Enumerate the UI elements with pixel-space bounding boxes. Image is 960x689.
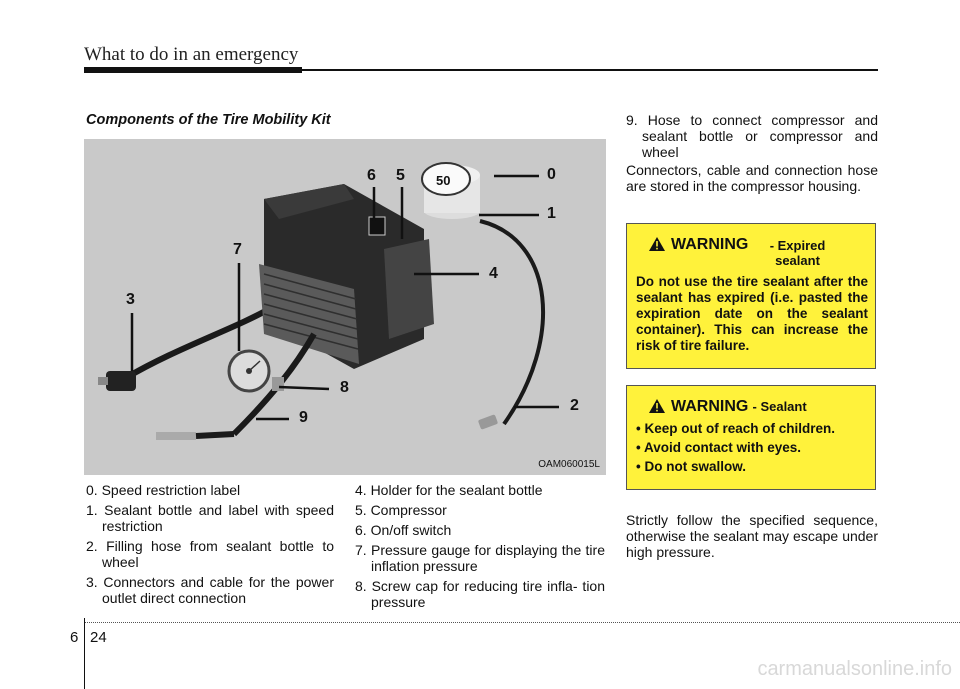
list-item: • Avoid contact with eyes. <box>636 440 802 455</box>
list-item: • Keep out of reach of children. <box>636 421 835 436</box>
list-item: 7. Pressure gauge for displaying the tir… <box>355 542 605 574</box>
callout-8: 8 <box>340 379 349 396</box>
callout-7: 7 <box>233 241 242 258</box>
footer-dotted-rule <box>84 622 960 623</box>
warning-box-sealant: WARNING - Sealant • Keep out of reach of… <box>626 385 876 490</box>
callout-5: 5 <box>396 167 405 184</box>
chapter-number: 6 <box>70 629 79 646</box>
components-list-left: 0. Speed restriction label 1. Sealant bo… <box>86 482 334 610</box>
callout-4: 4 <box>489 265 498 282</box>
sequence-note: Strictly follow the specified sequence, … <box>626 512 878 560</box>
list-item: 4. Holder for the sealant bottle <box>355 482 543 498</box>
list-item: 9. Hose to connect compressor and sealan… <box>626 112 878 160</box>
components-list-middle: 4. Holder for the sealant bottle 5. Comp… <box>355 482 605 614</box>
warning-topic: - Sealant <box>752 399 807 414</box>
image-code: OAM060015L <box>538 459 600 470</box>
warning-label: WARNING <box>671 236 749 253</box>
section-title: Components of the Tire Mobility Kit <box>86 112 331 128</box>
warning-triangle-icon <box>649 237 665 251</box>
list-item: 1. Sealant bottle and label with speed r… <box>86 502 334 534</box>
header-rule-thin <box>300 69 878 71</box>
header-rule-thick <box>84 67 302 73</box>
speed-restriction-label <box>421 162 471 196</box>
hose-connector <box>478 414 498 430</box>
callout-6: 6 <box>367 167 376 184</box>
callout-3: 3 <box>126 291 135 308</box>
warning-label: WARNING <box>671 398 749 415</box>
warning-triangle-icon <box>649 399 665 413</box>
speed-label-text: 50 <box>436 173 450 188</box>
list-item: 5. Compressor <box>355 502 447 518</box>
bottle-holder <box>384 239 434 339</box>
page-header-title: What to do in an emergency <box>84 44 299 65</box>
power-plug <box>106 371 136 391</box>
filling-hose <box>479 219 545 426</box>
list-item: 2. Filling hose from sealant bottle to w… <box>86 538 334 570</box>
list-item: 3. Connectors and cable for the power ou… <box>86 574 334 606</box>
warning-body: Do not use the tire sealant after the se… <box>636 274 868 353</box>
callout-9: 9 <box>299 409 308 426</box>
list-item: 6. On/off switch <box>355 522 452 538</box>
list-item: 8. Screw cap for reducing tire infla- ti… <box>355 578 605 610</box>
tire-mobility-kit-figure: 50 0 1 2 3 4 5 6 7 8 9 <box>84 139 606 475</box>
watermark: carmanualsonline.info <box>757 658 952 680</box>
components-list-right: 9. Hose to connect compressor and sealan… <box>626 112 878 164</box>
callout-line-8 <box>278 385 330 391</box>
hose-end-fitting <box>156 432 196 440</box>
warning-bullets: • Keep out of reach of children. • Avoid… <box>636 421 835 478</box>
kit-illustration: 50 <box>98 162 559 440</box>
storage-note: Connectors, cable and connection hose ar… <box>626 162 878 194</box>
footer-vertical-rule <box>84 618 85 689</box>
list-item: 0. Speed restriction label <box>86 482 241 498</box>
callout-1: 1 <box>547 205 556 222</box>
callout-0: 0 <box>547 166 556 183</box>
callout-2: 2 <box>570 397 579 414</box>
power-cable <box>122 306 271 382</box>
on-off-switch <box>368 216 386 236</box>
warning-heading: WARNING - Sealant <box>649 398 807 416</box>
warning-topic: - Expired sealant <box>769 238 826 268</box>
warning-box-expired-sealant: WARNING - Expired sealant Do not use the… <box>626 223 876 369</box>
list-item: • Do not swallow. <box>636 459 746 474</box>
page-number: 24 <box>90 629 107 646</box>
screw-cap <box>272 377 284 391</box>
warning-heading: WARNING - Expired sealant <box>649 236 843 268</box>
